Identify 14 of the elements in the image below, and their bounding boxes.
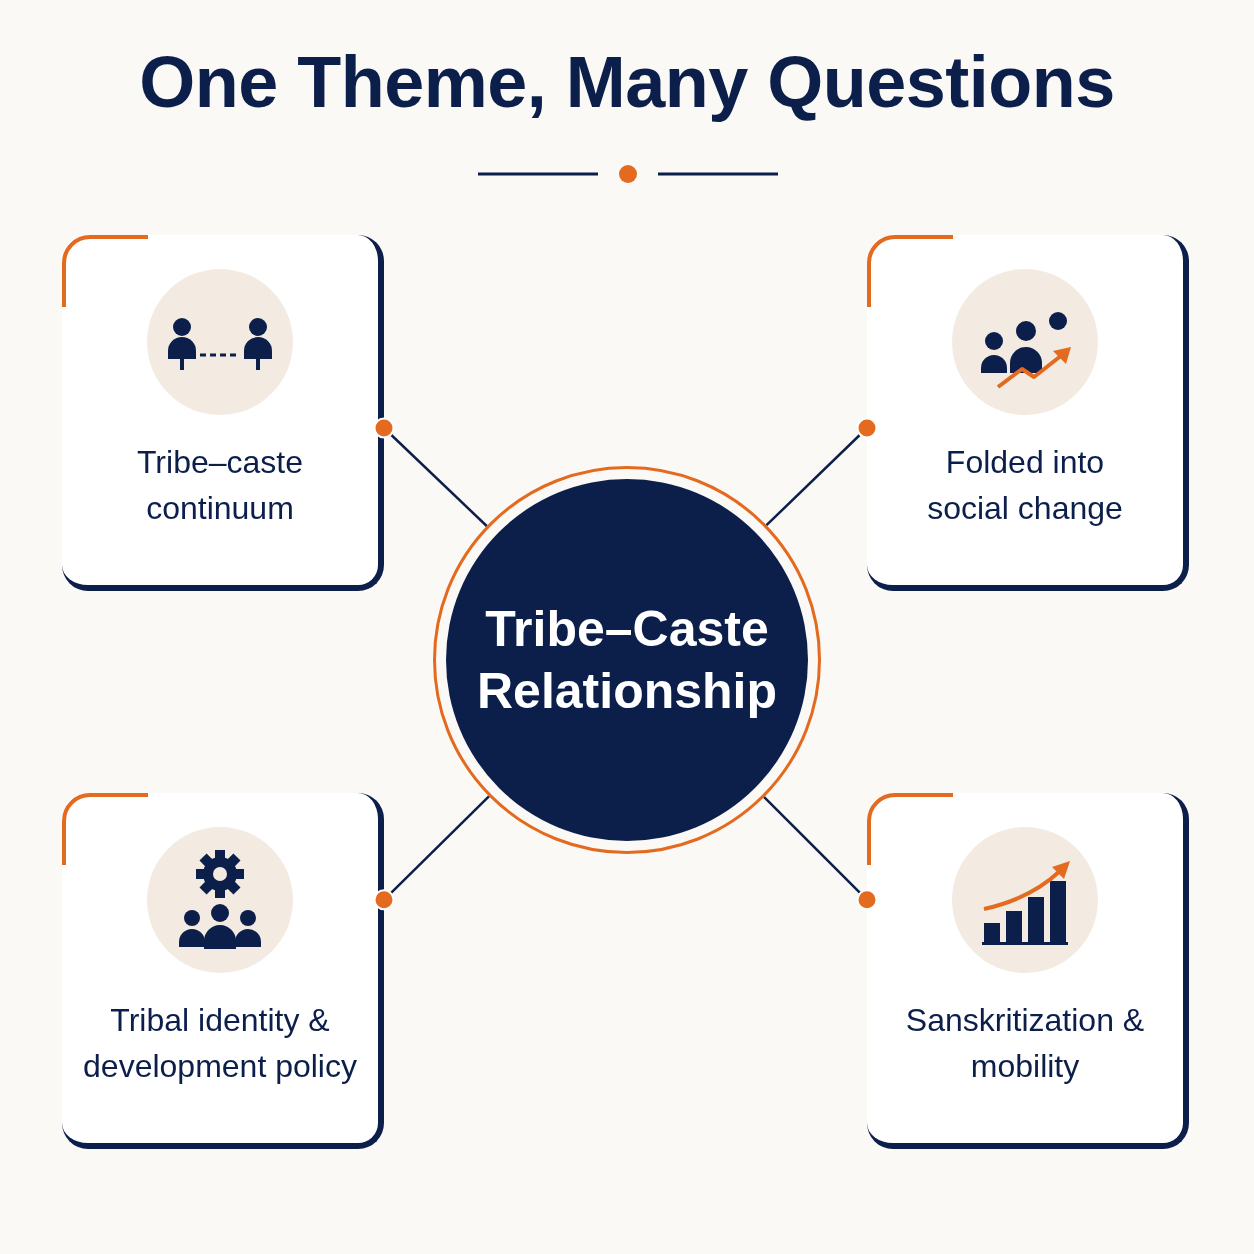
hub-label: Tribe–Caste Relationship xyxy=(476,600,778,721)
topic-card xyxy=(867,235,1189,591)
connector-line xyxy=(373,417,488,527)
connector-line xyxy=(373,795,490,911)
card-label: Folded into social change xyxy=(926,443,1124,528)
card-label: Sanskritization & mobility xyxy=(904,1001,1146,1086)
topic-card xyxy=(62,793,384,1149)
title: One Theme, Many Questions xyxy=(139,41,1115,124)
connector-line xyxy=(763,796,878,911)
connector-line xyxy=(765,417,878,527)
card-label: Tribal identity & development policy xyxy=(82,1001,358,1086)
card-label: Tribe–caste continuum xyxy=(136,443,304,528)
topic-card xyxy=(62,235,384,591)
topic-card xyxy=(867,793,1189,1149)
